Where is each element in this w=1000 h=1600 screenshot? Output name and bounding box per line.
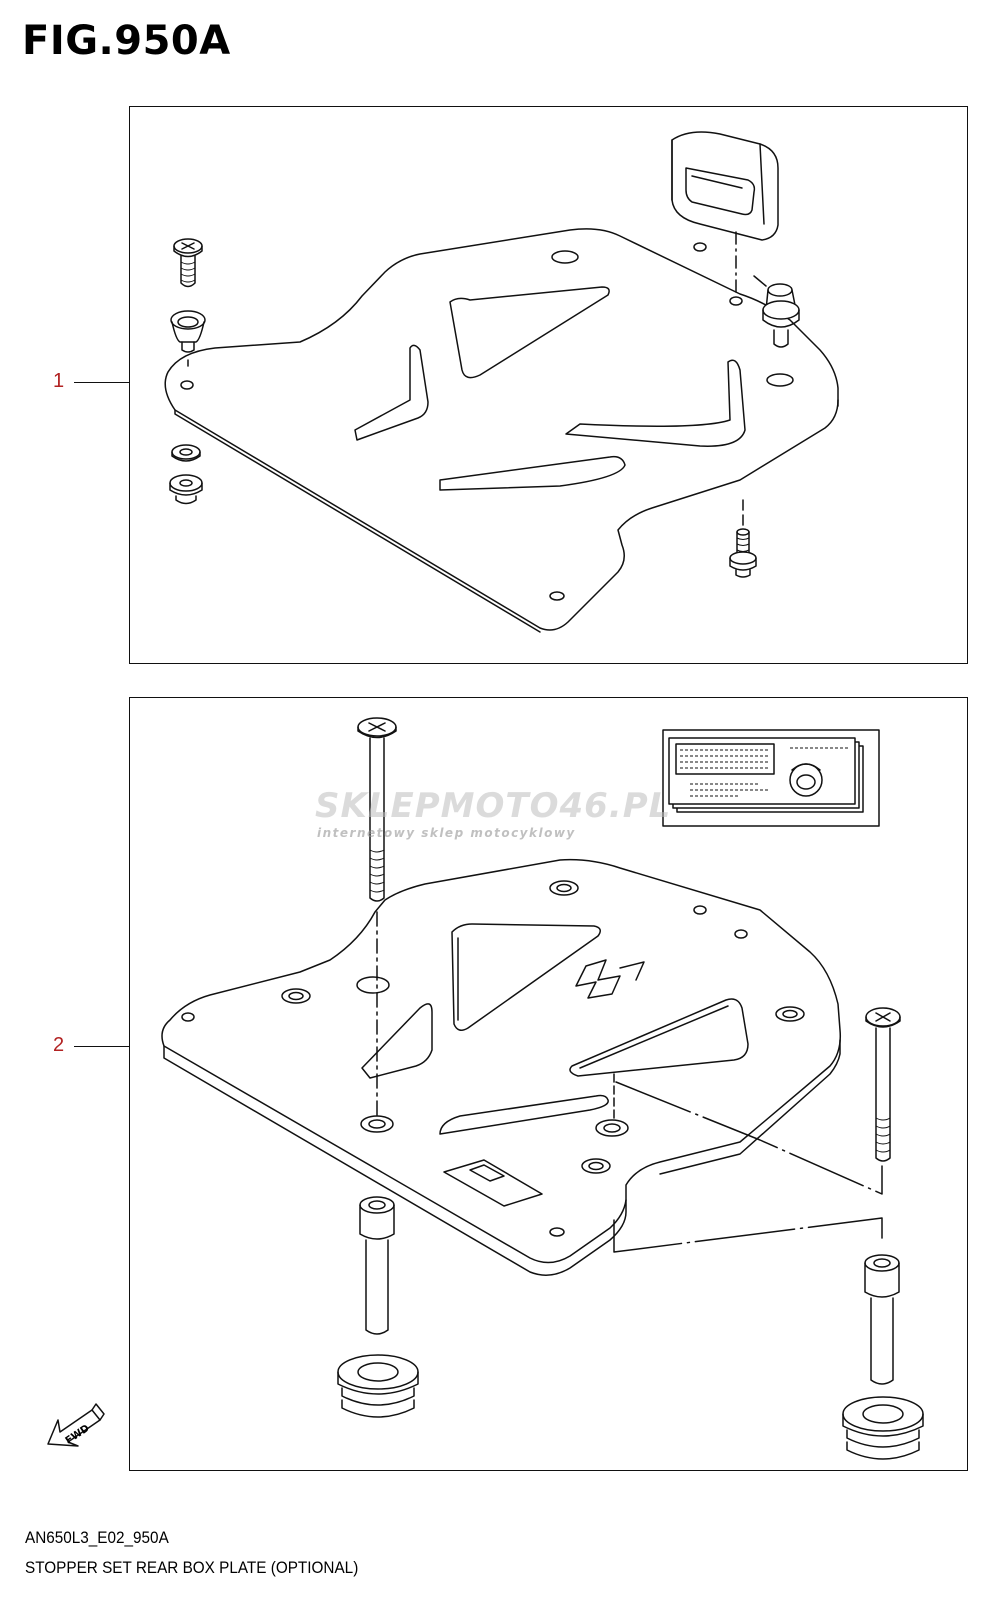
stopper-block [671, 131, 779, 241]
knob-bolt [762, 283, 800, 348]
figure-title: FIG.950A [22, 18, 231, 64]
caution-label [662, 729, 880, 827]
forward-arrow-icon [47, 1403, 105, 1447]
callout-label-2[interactable]: 2 [53, 1034, 65, 1056]
rear-box-plate-1 [164, 228, 839, 633]
figure-code: AN650L3_E02_950A [25, 1528, 169, 1547]
assembly-frame-2 [129, 697, 968, 1471]
figure-description: STOPPER SET REAR BOX PLATE (OPTIONAL) [25, 1558, 359, 1577]
long-screw-right [865, 1007, 901, 1162]
stopper-collar [170, 310, 206, 353]
mounting-bolt [729, 499, 757, 578]
callout-label-1[interactable]: 1 [53, 370, 65, 392]
long-screw-left [357, 717, 397, 902]
assembly-frame-1 [129, 106, 968, 664]
callout-leader-1 [74, 382, 129, 383]
watermark-text: SKLEPMOTO46.PL [315, 786, 672, 826]
spacer-collar-left [359, 1196, 395, 1335]
rear-box-plate-2 [161, 858, 842, 1276]
watermark: SKLEPMOTO46.PL internetowy sklep motocyk… [315, 786, 735, 840]
spacer-collar-right [864, 1254, 900, 1385]
watermark-subtitle: internetowy sklep motocyklowy [317, 826, 576, 840]
stopper-screw [173, 238, 203, 288]
rubber-grommet-right [842, 1396, 924, 1460]
rubber-grommet-left [337, 1354, 419, 1418]
stopper-flange-nut [169, 474, 203, 505]
stopper-washer [171, 444, 201, 462]
callout-leader-2 [74, 1046, 129, 1047]
